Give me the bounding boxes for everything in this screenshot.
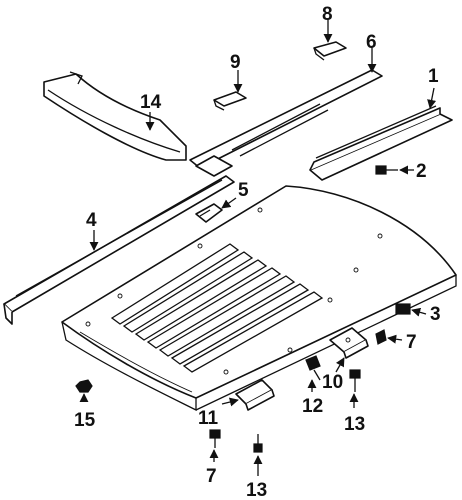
- callout-7-bottom: 7: [206, 466, 217, 487]
- callout-3: 3: [430, 304, 441, 325]
- stud-13-right: [349, 369, 361, 392]
- callout-6: 6: [366, 32, 377, 53]
- callout-10: 10: [322, 372, 343, 393]
- callout-7-right: 7: [406, 332, 417, 353]
- callout-4: 4: [86, 210, 97, 231]
- clip-8: [313, 41, 347, 61]
- bolt-12: [305, 355, 321, 381]
- callout-13-bottom: 13: [246, 480, 267, 500]
- left-side-rail-4: [3, 175, 235, 325]
- callout-labels: 1 2 3 4 5 6 7 8 9 10 11 12 13 13 14 15 7: [74, 4, 441, 500]
- callout-11: 11: [198, 408, 219, 429]
- nut-15: [75, 379, 93, 393]
- callout-9: 9: [230, 52, 241, 73]
- stud-13-bottom: [253, 434, 263, 453]
- callout-12: 12: [302, 396, 323, 417]
- leader-lines: [79, 18, 437, 476]
- roof-ribs: [110, 243, 324, 373]
- callout-2: 2: [416, 161, 427, 182]
- callout-14: 14: [140, 92, 162, 113]
- rear-molding-6: [189, 69, 383, 177]
- bolt-7-bottom: [209, 429, 221, 448]
- right-roof-rail-1: [309, 105, 453, 181]
- roof-panel: [61, 185, 457, 412]
- callout-5: 5: [238, 180, 249, 201]
- bracket-5: [195, 203, 223, 223]
- callout-13-right: 13: [344, 414, 365, 435]
- mounting-holes: [85, 207, 383, 375]
- bracket-10: [329, 327, 369, 359]
- callout-1: 1: [428, 66, 439, 87]
- front-garnish-14: [43, 71, 187, 161]
- bolt-7-right: [375, 329, 387, 345]
- callout-15: 15: [74, 410, 96, 431]
- clip-3: [395, 303, 411, 315]
- clip-9: [213, 91, 247, 111]
- bracket-11: [235, 379, 275, 411]
- screw-2: [375, 165, 398, 175]
- callout-8: 8: [322, 4, 333, 25]
